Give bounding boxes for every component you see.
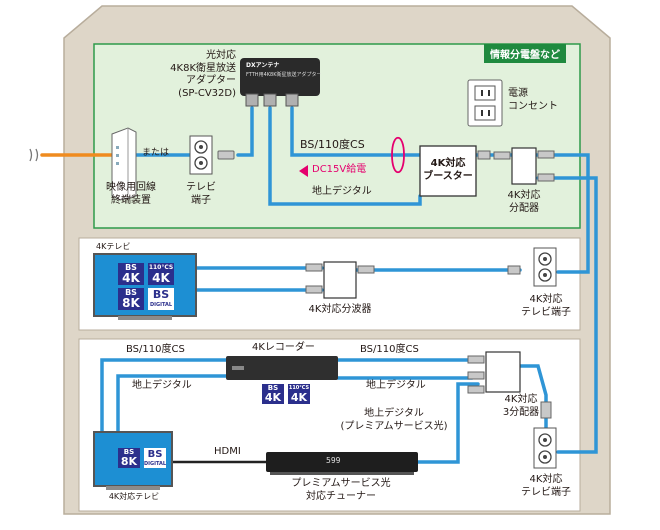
room3-bs-left: BS/110度CS (126, 344, 185, 355)
room3-bs-right: BS/110度CS (360, 344, 419, 355)
adapter-label: 光対応 4K8K衛星放送 アダプター (SP-CV32D) (170, 50, 236, 99)
room3-plug (540, 401, 552, 419)
premium-label: 地上デジタル (プレミアムサービス光) (340, 408, 448, 432)
onu-label: 映像用回線 終端装置 (106, 182, 156, 206)
room3-terr-left: 地上デジタル (132, 380, 192, 391)
tv-port-top-label: テレビ 端子 (186, 182, 216, 206)
terrestrial-label: 地上デジタル (312, 186, 372, 197)
room3-tv-caption: 4K対応テレビ (108, 492, 160, 501)
cable-splitter-room2 (534, 153, 590, 274)
power-outlet (467, 79, 503, 127)
cable-adapter-terr (268, 106, 422, 206)
tuner-display: 599 (326, 456, 341, 465)
bs-cs-label: BS/110度CS (300, 138, 365, 151)
cable-adapter-bs (290, 106, 422, 157)
panel-tag: 情報分電盤など (484, 44, 566, 63)
booster-label: 4K対応 ブースター (423, 158, 473, 182)
tv-port-top (189, 135, 213, 175)
dc-feed-label: DC15V給電 (312, 164, 367, 175)
dc-arrow-icon (299, 165, 308, 177)
room2-tv-caption: 4Kテレビ (96, 242, 131, 251)
room2-plug (507, 265, 521, 275)
adapter-device (240, 58, 320, 107)
recorder-device (226, 356, 338, 380)
room3-terr-right: 地上デジタル (366, 380, 426, 391)
or-text: または (142, 148, 170, 158)
diplexer-room2 (305, 261, 375, 299)
fiber-wave-icon (29, 148, 39, 162)
splitter3-room3 (467, 351, 521, 394)
splitter-top (493, 147, 555, 185)
recorder-label: 4Kレコーダー (252, 342, 315, 353)
room2-port-label: 4K対応 テレビ端子 (521, 294, 571, 318)
booster-device (419, 145, 477, 197)
room2-diplexer-label: 4K対応分波器 (308, 304, 372, 315)
dc-feed-coil (391, 136, 405, 174)
booster-port-a (477, 150, 491, 160)
hdmi-label: HDMI (214, 446, 241, 457)
room3-port-label: 4K対応 テレビ端子 (521, 474, 571, 498)
adapter-device-text: FTTH用4K8K衛星放送アダプター (246, 72, 322, 78)
adapter-brand: DXアンテナ (246, 62, 280, 69)
tv-port-room3 (533, 427, 557, 469)
cable-room3-terr-left (116, 374, 228, 434)
distribution-panel (93, 43, 581, 229)
connector-plug (217, 150, 235, 160)
tv-port-room2 (533, 247, 557, 287)
splitter3-label: 4K対応 3分配器 (502, 394, 540, 418)
cable-splitter-room3 (536, 176, 598, 454)
tuner-label: プレミアムサービス光 対応チューナー (291, 478, 391, 502)
onu-device (111, 127, 137, 201)
cable-room3-premium (416, 382, 480, 464)
tv-room2 (93, 253, 197, 320)
cable-room3-bs-left (100, 358, 228, 434)
outlet-label: 電源 コンセント (508, 88, 558, 112)
splitter-top-label: 4K対応 分配器 (507, 190, 541, 214)
tuner-device (266, 452, 418, 475)
cable-port-to-adapter (236, 106, 254, 157)
